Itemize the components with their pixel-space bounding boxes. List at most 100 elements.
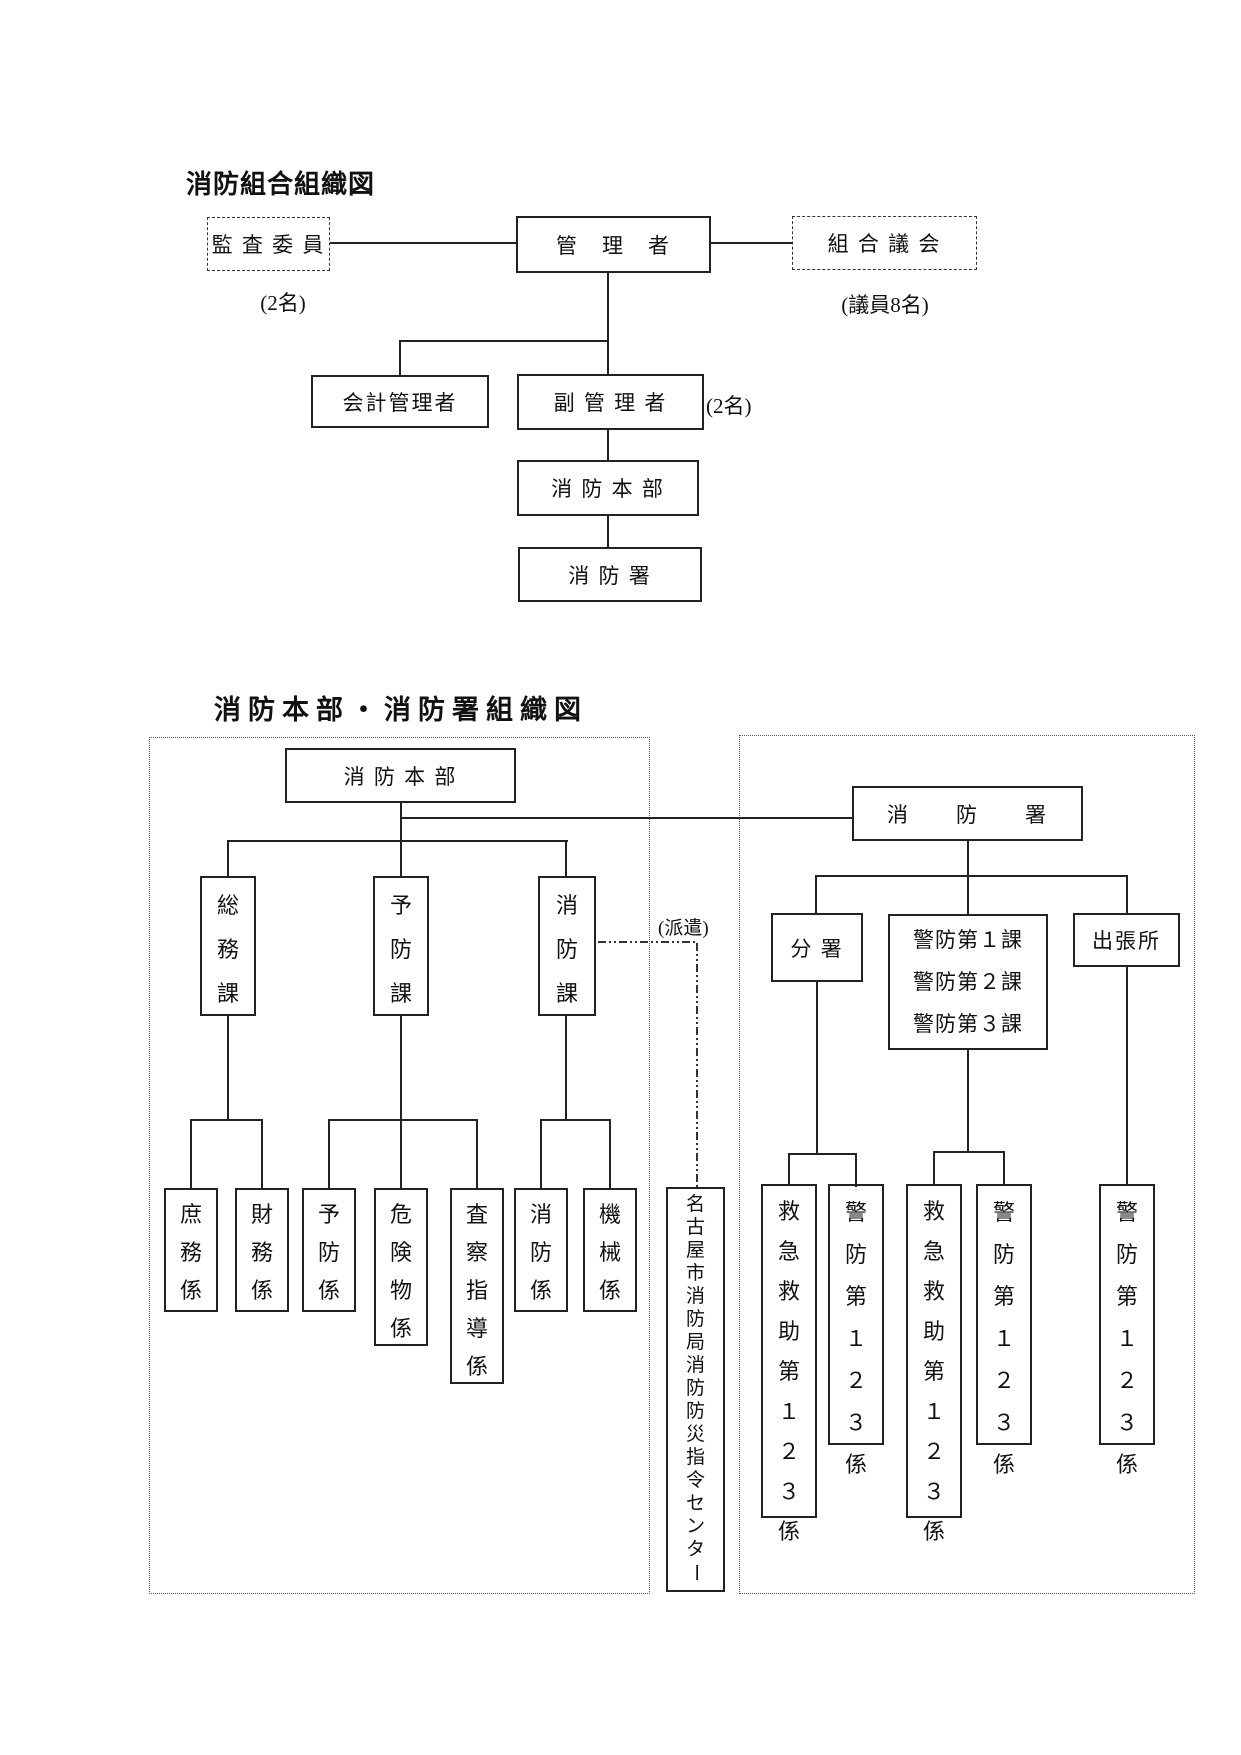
- org-node-branch-station-label: 分 署: [790, 936, 844, 961]
- connector-line: [788, 1153, 857, 1155]
- org-node-finance-section-label: 財務係: [250, 1202, 273, 1303]
- connector-line: [933, 1151, 1005, 1153]
- org-node-general-affairs-section-label: 庶務係: [179, 1202, 202, 1303]
- org-node-inspection-guidance-section: 査察指導係: [450, 1188, 504, 1384]
- org-node-fire-headquarters-top: 消 防 本 部: [517, 460, 699, 516]
- connector-line: [607, 516, 609, 547]
- audit-committee-count-note: (2名): [260, 291, 306, 315]
- org-node-manager-label: 管 理 者: [556, 233, 671, 258]
- connector-line: [607, 273, 609, 374]
- org-node-audit-committee-label: 監 査 委 員: [211, 233, 326, 257]
- connector-line: [400, 1016, 402, 1119]
- assembly-members-count-note: (議員8名): [841, 293, 929, 317]
- connector-line: [190, 1119, 192, 1188]
- org-node-union-assembly: 組 合 議 会: [792, 216, 977, 270]
- org-node-fire-station-top: 消 防 署: [518, 547, 702, 602]
- org-node-substation-label: 出張所: [1092, 929, 1161, 953]
- fire-station-group-frame: [739, 735, 1195, 1594]
- fire-headquarters-group-frame: [149, 737, 650, 1594]
- org-node-substation: 出張所: [1073, 913, 1180, 967]
- org-node-manager: 管 理 者: [516, 216, 711, 273]
- connector-line: [816, 982, 818, 1153]
- org-node-accounting-manager: 会計管理者: [311, 375, 489, 428]
- org-node-fire-station-label: 消 防 署: [887, 802, 1048, 827]
- connector-line: [399, 340, 401, 375]
- org-node-general-affairs-division-label: 総務課: [216, 893, 239, 1006]
- org-node-guard-divisions: 警防第１課 警防第２課 警防第３課: [888, 914, 1048, 1050]
- org-node-prevention-division: 予防課: [373, 876, 429, 1016]
- connector-line: [967, 841, 969, 875]
- connector-line: [190, 1119, 263, 1121]
- connector-line: [1126, 875, 1128, 913]
- connector-line: [540, 1119, 611, 1121]
- org-node-deputy-manager-label: 副 管 理 者: [553, 391, 668, 415]
- org-node-deputy-manager: 副 管 理 者: [517, 374, 704, 430]
- org-node-accounting-manager-label: 会計管理者: [342, 390, 458, 415]
- connector-line: [967, 875, 969, 914]
- connector-line: [227, 1016, 229, 1119]
- dispatch-connector-line: [696, 943, 698, 1187]
- org-node-prevention-division-label: 予防課: [389, 893, 412, 1006]
- connector-line: [565, 840, 567, 876]
- connector-line: [227, 840, 568, 842]
- org-node-union-assembly-label: 組 合 議 会: [827, 232, 942, 256]
- connector-line: [607, 430, 609, 460]
- org-node-nagoya-command-center-label: 名古屋市消防局消防防災指令センター: [685, 1194, 706, 1582]
- org-node-fire-station-top-label: 消 防 署: [568, 563, 652, 588]
- connector-line: [967, 1050, 969, 1151]
- connector-line: [1003, 1151, 1005, 1184]
- org-node-machinery-section-label: 機械係: [598, 1202, 621, 1303]
- connector-line: [227, 840, 229, 876]
- connector-line: [609, 1119, 611, 1188]
- connector-line: [1126, 967, 1128, 1184]
- org-node-firefighting-section-label: 消防係: [529, 1202, 552, 1303]
- org-node-fire-headquarters-label: 消 防 本 部: [343, 764, 458, 789]
- connector-line: [540, 1119, 542, 1188]
- connector-line: [261, 1119, 263, 1188]
- org-node-guard-division-2-label: 警防第２課: [913, 970, 1023, 994]
- connector-line: [400, 803, 402, 876]
- org-node-fire-station: 消 防 署: [852, 786, 1083, 841]
- org-node-guard-division-1-label: 警防第１課: [913, 928, 1023, 952]
- org-node-hazardous-materials-section: 危険物係: [374, 1188, 428, 1346]
- org-node-fire-headquarters: 消 防 本 部: [285, 748, 516, 803]
- org-node-inspection-guidance-section-label: 査察指導係: [465, 1202, 488, 1379]
- connector-line: [815, 875, 817, 913]
- connector-line: [933, 1151, 935, 1184]
- org-node-machinery-section: 機械係: [583, 1188, 637, 1312]
- connector-line: [401, 817, 852, 819]
- connector-line: [330, 242, 516, 244]
- connector-line: [400, 1119, 402, 1188]
- org-node-firefighting-section: 消防係: [514, 1188, 568, 1312]
- connector-line: [855, 1153, 857, 1187]
- org-node-firefighting-division: 消防課: [538, 876, 596, 1016]
- org-node-hazardous-materials-section-label: 危険物係: [389, 1202, 412, 1341]
- connector-line: [788, 1153, 790, 1184]
- org-node-nagoya-command-center: 名古屋市消防局消防防災指令センター: [666, 1187, 725, 1592]
- org-node-fire-headquarters-top-label: 消 防 本 部: [551, 477, 665, 501]
- org-node-audit-committee: 監 査 委 員: [207, 217, 330, 271]
- connector-line: [399, 340, 609, 342]
- org-node-general-affairs-division: 総務課: [200, 876, 256, 1016]
- deputy-manager-count-note: (2名): [706, 394, 752, 418]
- bottom-chart-title: 消防本部・消防署組織図: [214, 695, 588, 725]
- dispatch-label: (派遣): [658, 918, 709, 939]
- org-node-guard-division-3-label: 警防第３課: [913, 1012, 1023, 1036]
- connector-line: [565, 1016, 567, 1119]
- org-node-finance-section: 財務係: [235, 1188, 289, 1312]
- connector-line: [711, 242, 792, 244]
- top-chart-title: 消防組合組織図: [186, 170, 376, 199]
- org-node-firefighting-division-label: 消防課: [555, 893, 578, 1006]
- org-node-prevention-section: 予防係: [302, 1188, 356, 1312]
- connector-line: [815, 875, 1127, 877]
